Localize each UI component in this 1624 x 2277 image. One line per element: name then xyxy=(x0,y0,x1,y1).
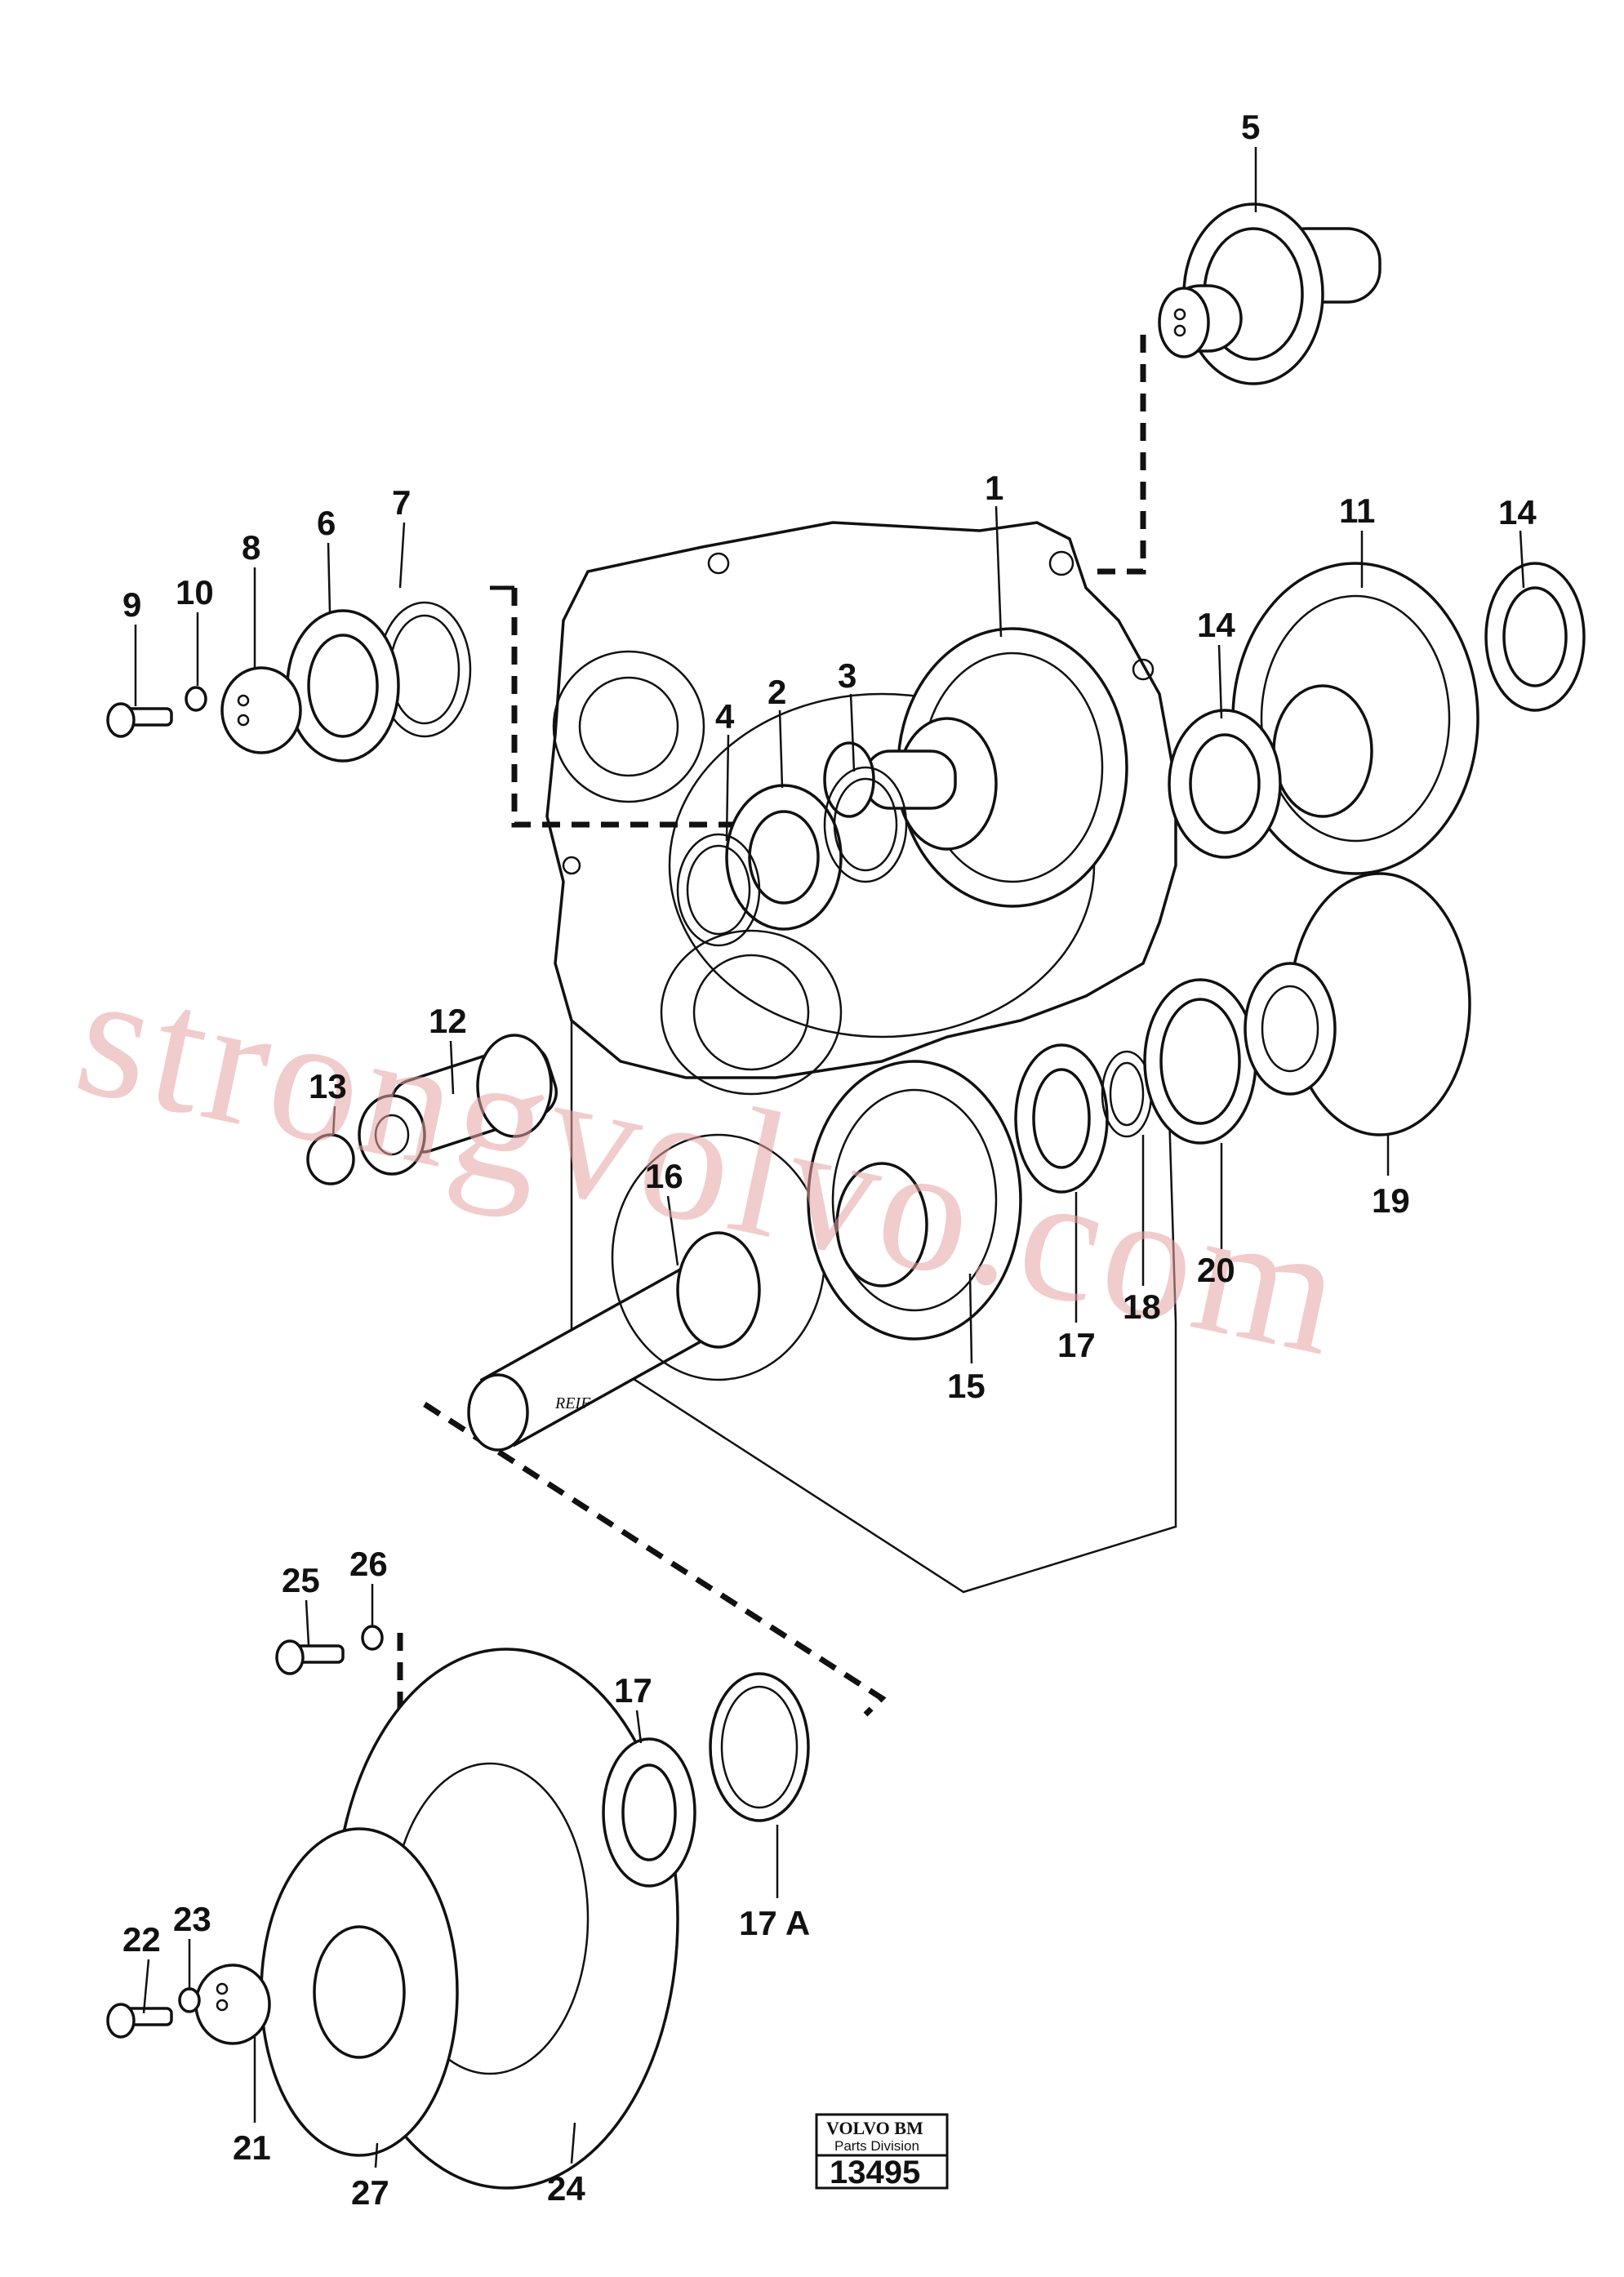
callout-11: 11 xyxy=(1339,491,1375,530)
callout-labels: 5 1 11 14 14 7 6 8 10 9 2 3 4 12 13 16 1… xyxy=(122,108,1537,2212)
part-8-cap xyxy=(220,666,302,754)
part-4-circlip xyxy=(676,833,761,947)
callout-13: 13 xyxy=(309,1067,347,1105)
part-9-bolt xyxy=(106,702,173,738)
part-16-output-shaft xyxy=(467,1133,826,1452)
part-25-bolt xyxy=(275,1639,345,1675)
part-17a-ring xyxy=(709,1672,810,1822)
callout-6: 6 xyxy=(317,504,336,542)
part-15-gear xyxy=(807,1060,1022,1341)
part-12-shaft xyxy=(358,1034,558,1176)
callout-2: 2 xyxy=(768,673,786,711)
callout-4: 4 xyxy=(715,697,735,736)
part-1-gear xyxy=(823,627,1128,908)
callout-17: 17 xyxy=(614,1671,652,1710)
stamp-division: Parts Division xyxy=(834,2138,919,2154)
part-17-bearing-upper xyxy=(1014,1043,1109,1194)
callout-15: 15 xyxy=(947,1367,986,1405)
callout-12: 12 xyxy=(429,1002,467,1040)
stamp-brand: VOLVO BM xyxy=(826,2118,923,2138)
shaft-marking: REIF xyxy=(554,1394,591,1412)
part-22-bolt xyxy=(106,2003,173,2039)
leader-lines xyxy=(134,147,1525,2168)
callout-21: 21 xyxy=(233,2128,271,2167)
callout-8: 8 xyxy=(242,528,260,567)
stamp-number: 13495 xyxy=(830,2155,920,2190)
volvo-bm-stamp: VOLVO BM Parts Division 13495 xyxy=(815,2113,949,2190)
part-20-seal-ring xyxy=(1143,978,1257,1145)
part-2-bearing xyxy=(725,784,843,931)
callout-20: 20 xyxy=(1197,1251,1235,1289)
callout-16: 16 xyxy=(645,1157,683,1195)
callout-17: 17 xyxy=(1057,1326,1096,1364)
part-14-bearing-left xyxy=(1168,709,1282,859)
part-14-bearing-right xyxy=(1484,562,1586,712)
callout-3: 3 xyxy=(838,656,856,695)
callout-26: 26 xyxy=(349,1545,388,1583)
part-21-cap xyxy=(194,1963,271,2045)
callout-9: 9 xyxy=(122,585,141,624)
part-10-washer xyxy=(185,686,207,712)
callout-23: 23 xyxy=(173,1900,211,1938)
callout-18: 18 xyxy=(1123,1287,1161,1326)
callout-27: 27 xyxy=(351,2173,389,2212)
callout-25: 25 xyxy=(282,1561,320,1599)
callout-10: 10 xyxy=(176,573,214,611)
part-3-circlip xyxy=(823,766,908,883)
part-23-washer xyxy=(178,1987,201,2013)
part-11-gear xyxy=(1231,562,1479,875)
part-17-bearing-lower xyxy=(602,1737,696,1888)
callout-5: 5 xyxy=(1241,108,1260,146)
callout-7: 7 xyxy=(392,483,411,522)
part-13-plug xyxy=(306,1133,355,1185)
callout-14: 14 xyxy=(1197,606,1235,644)
part-27-hub xyxy=(260,1827,459,2157)
part-6-bearing xyxy=(286,609,400,763)
callout-22: 22 xyxy=(122,1920,161,1959)
callout-1: 1 xyxy=(985,469,1003,507)
part-19-cover xyxy=(1244,872,1471,1136)
callout-24: 24 xyxy=(547,2169,585,2208)
callout-19: 19 xyxy=(1372,1181,1410,1220)
part-26-washer xyxy=(361,1625,384,1651)
callout-17a: 17 A xyxy=(739,1904,810,1942)
part-5-pinion-shaft xyxy=(1158,202,1382,385)
callout-14: 14 xyxy=(1498,493,1537,531)
